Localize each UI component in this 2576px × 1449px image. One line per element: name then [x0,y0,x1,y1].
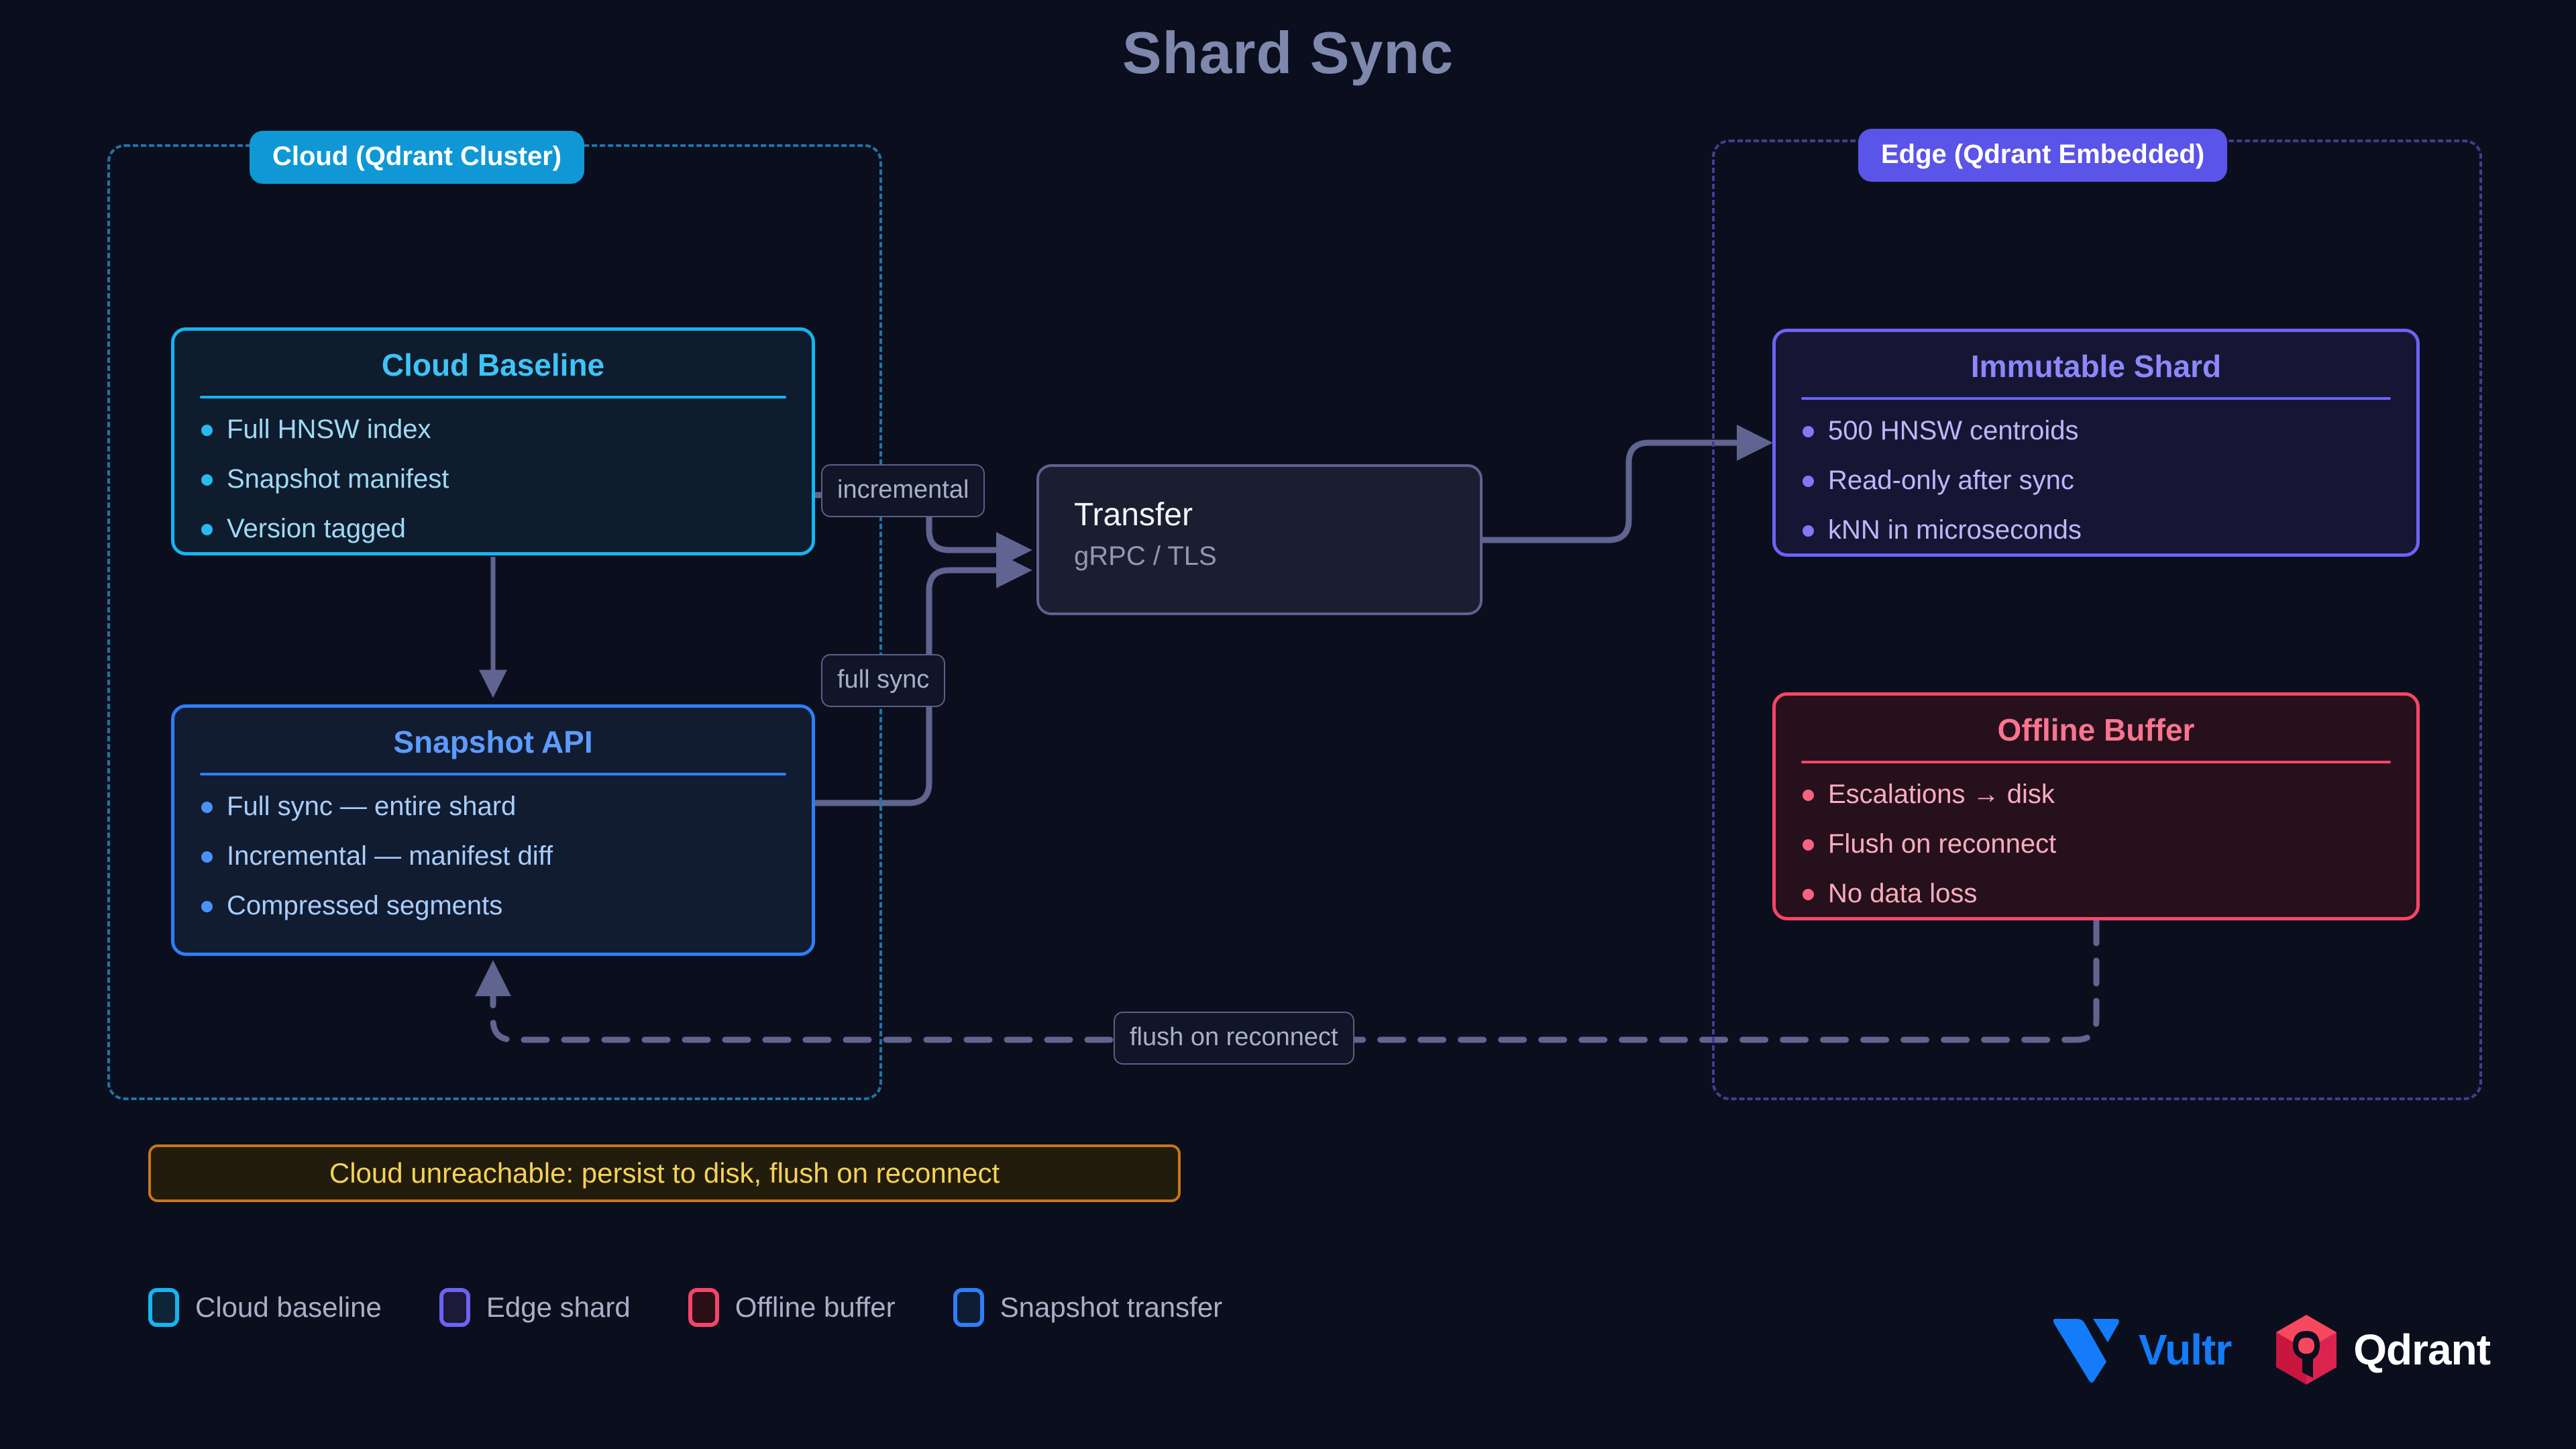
list-item: Escalations → disk [1799,781,2394,830]
list-item: Version tagged [197,515,789,542]
vultr-mark-icon [2053,1319,2119,1383]
qdrant-wordmark: Qdrant [2353,1326,2491,1374]
legend-label: Cloud baseline [195,1291,382,1323]
card-list: Escalations → disk Flush on reconnect No… [1799,781,2394,907]
legend-item-offline-buffer: Offline buffer [688,1288,896,1327]
node-transfer[interactable]: Transfer gRPC / TLS [1036,464,1483,615]
card-list: Full HNSW index Snapshot manifest Versio… [197,416,789,542]
card-divider [1801,760,2391,763]
list-item: Incremental — manifest diff [197,843,789,892]
card-immutable-shard[interactable]: Immutable Shard 500 HNSW centroids Read-… [1772,329,2420,557]
warning-text: Cloud unreachable: persist to disk, flus… [329,1157,1000,1189]
transfer-subtitle: gRPC / TLS [1074,541,1217,572]
wire-incremental-tail [926,515,1032,568]
group-cloud [107,144,882,1100]
card-divider [1801,396,2391,400]
edge-label-incremental: incremental [821,464,985,517]
card-title: Immutable Shard [1970,349,2222,384]
card-list: 500 HNSW centroids Read-only after sync … [1799,417,2394,543]
wire-transfer-to-shard [1483,425,1773,543]
card-title: Snapshot API [393,724,593,759]
group-badge-edge: Edge (Qdrant Embedded) [1858,129,2228,182]
list-item: Read-only after sync [1799,467,2394,517]
edge-label-full-sync: full sync [821,654,946,707]
card-snapshot-api[interactable]: Snapshot API Full sync — entire shard In… [171,704,815,956]
legend: Cloud baseline Edge shard Offline buffer… [148,1288,1280,1327]
wire-flush-return [1275,917,2100,1043]
list-item: Full sync — entire shard [197,793,789,843]
legend-label: Edge shard [486,1291,631,1323]
list-item: Snapshot manifest [197,466,789,515]
warning-banner: Cloud unreachable: persist to disk, flus… [148,1144,1181,1202]
legend-swatch-icon [148,1288,179,1327]
legend-item-snapshot-transfer: Snapshot transfer [953,1288,1223,1327]
card-title: Offline Buffer [1997,712,2195,747]
legend-label: Snapshot transfer [1000,1291,1223,1323]
legend-item-cloud-baseline: Cloud baseline [148,1288,382,1327]
list-item: Flush on reconnect [1799,830,2394,880]
group-edge [1712,140,2482,1100]
legend-swatch-icon [439,1288,470,1327]
legend-swatch-icon [688,1288,719,1327]
group-badge-cloud: Cloud (Qdrant Cluster) [250,131,585,184]
list-item: Full HNSW index [197,416,789,466]
card-list: Full sync — entire shard Incremental — m… [197,793,789,919]
card-divider [200,395,786,398]
card-cloud-baseline[interactable]: Cloud Baseline Full HNSW index Snapshot … [171,327,815,555]
card-offline-buffer[interactable]: Offline Buffer Escalations → disk Flush … [1772,692,2420,920]
vultr-wordmark: Vultr [2138,1326,2232,1374]
list-item: 500 HNSW centroids [1799,417,2394,467]
list-item: No data loss [1799,880,2394,907]
qdrant-mark-icon [2276,1315,2337,1385]
card-title: Cloud Baseline [381,347,605,382]
legend-swatch-icon [953,1288,984,1327]
logo-vultr: Vultr [2053,1315,2232,1385]
legend-label: Offline buffer [735,1291,896,1323]
logo-qdrant: Qdrant [2273,1313,2491,1386]
edge-label-flush-on-reconnect: flush on reconnect [1114,1012,1354,1065]
logo-row: Vultr Qdrant [2053,1313,2491,1386]
page-title: Shard Sync [1122,19,1454,86]
card-divider [200,772,786,775]
wire-flush-return-left [475,960,1114,1043]
transfer-title: Transfer [1074,497,1193,533]
legend-item-edge-shard: Edge shard [439,1288,631,1327]
list-item: kNN in microseconds [1799,517,2394,543]
list-item: Compressed segments [197,892,789,919]
